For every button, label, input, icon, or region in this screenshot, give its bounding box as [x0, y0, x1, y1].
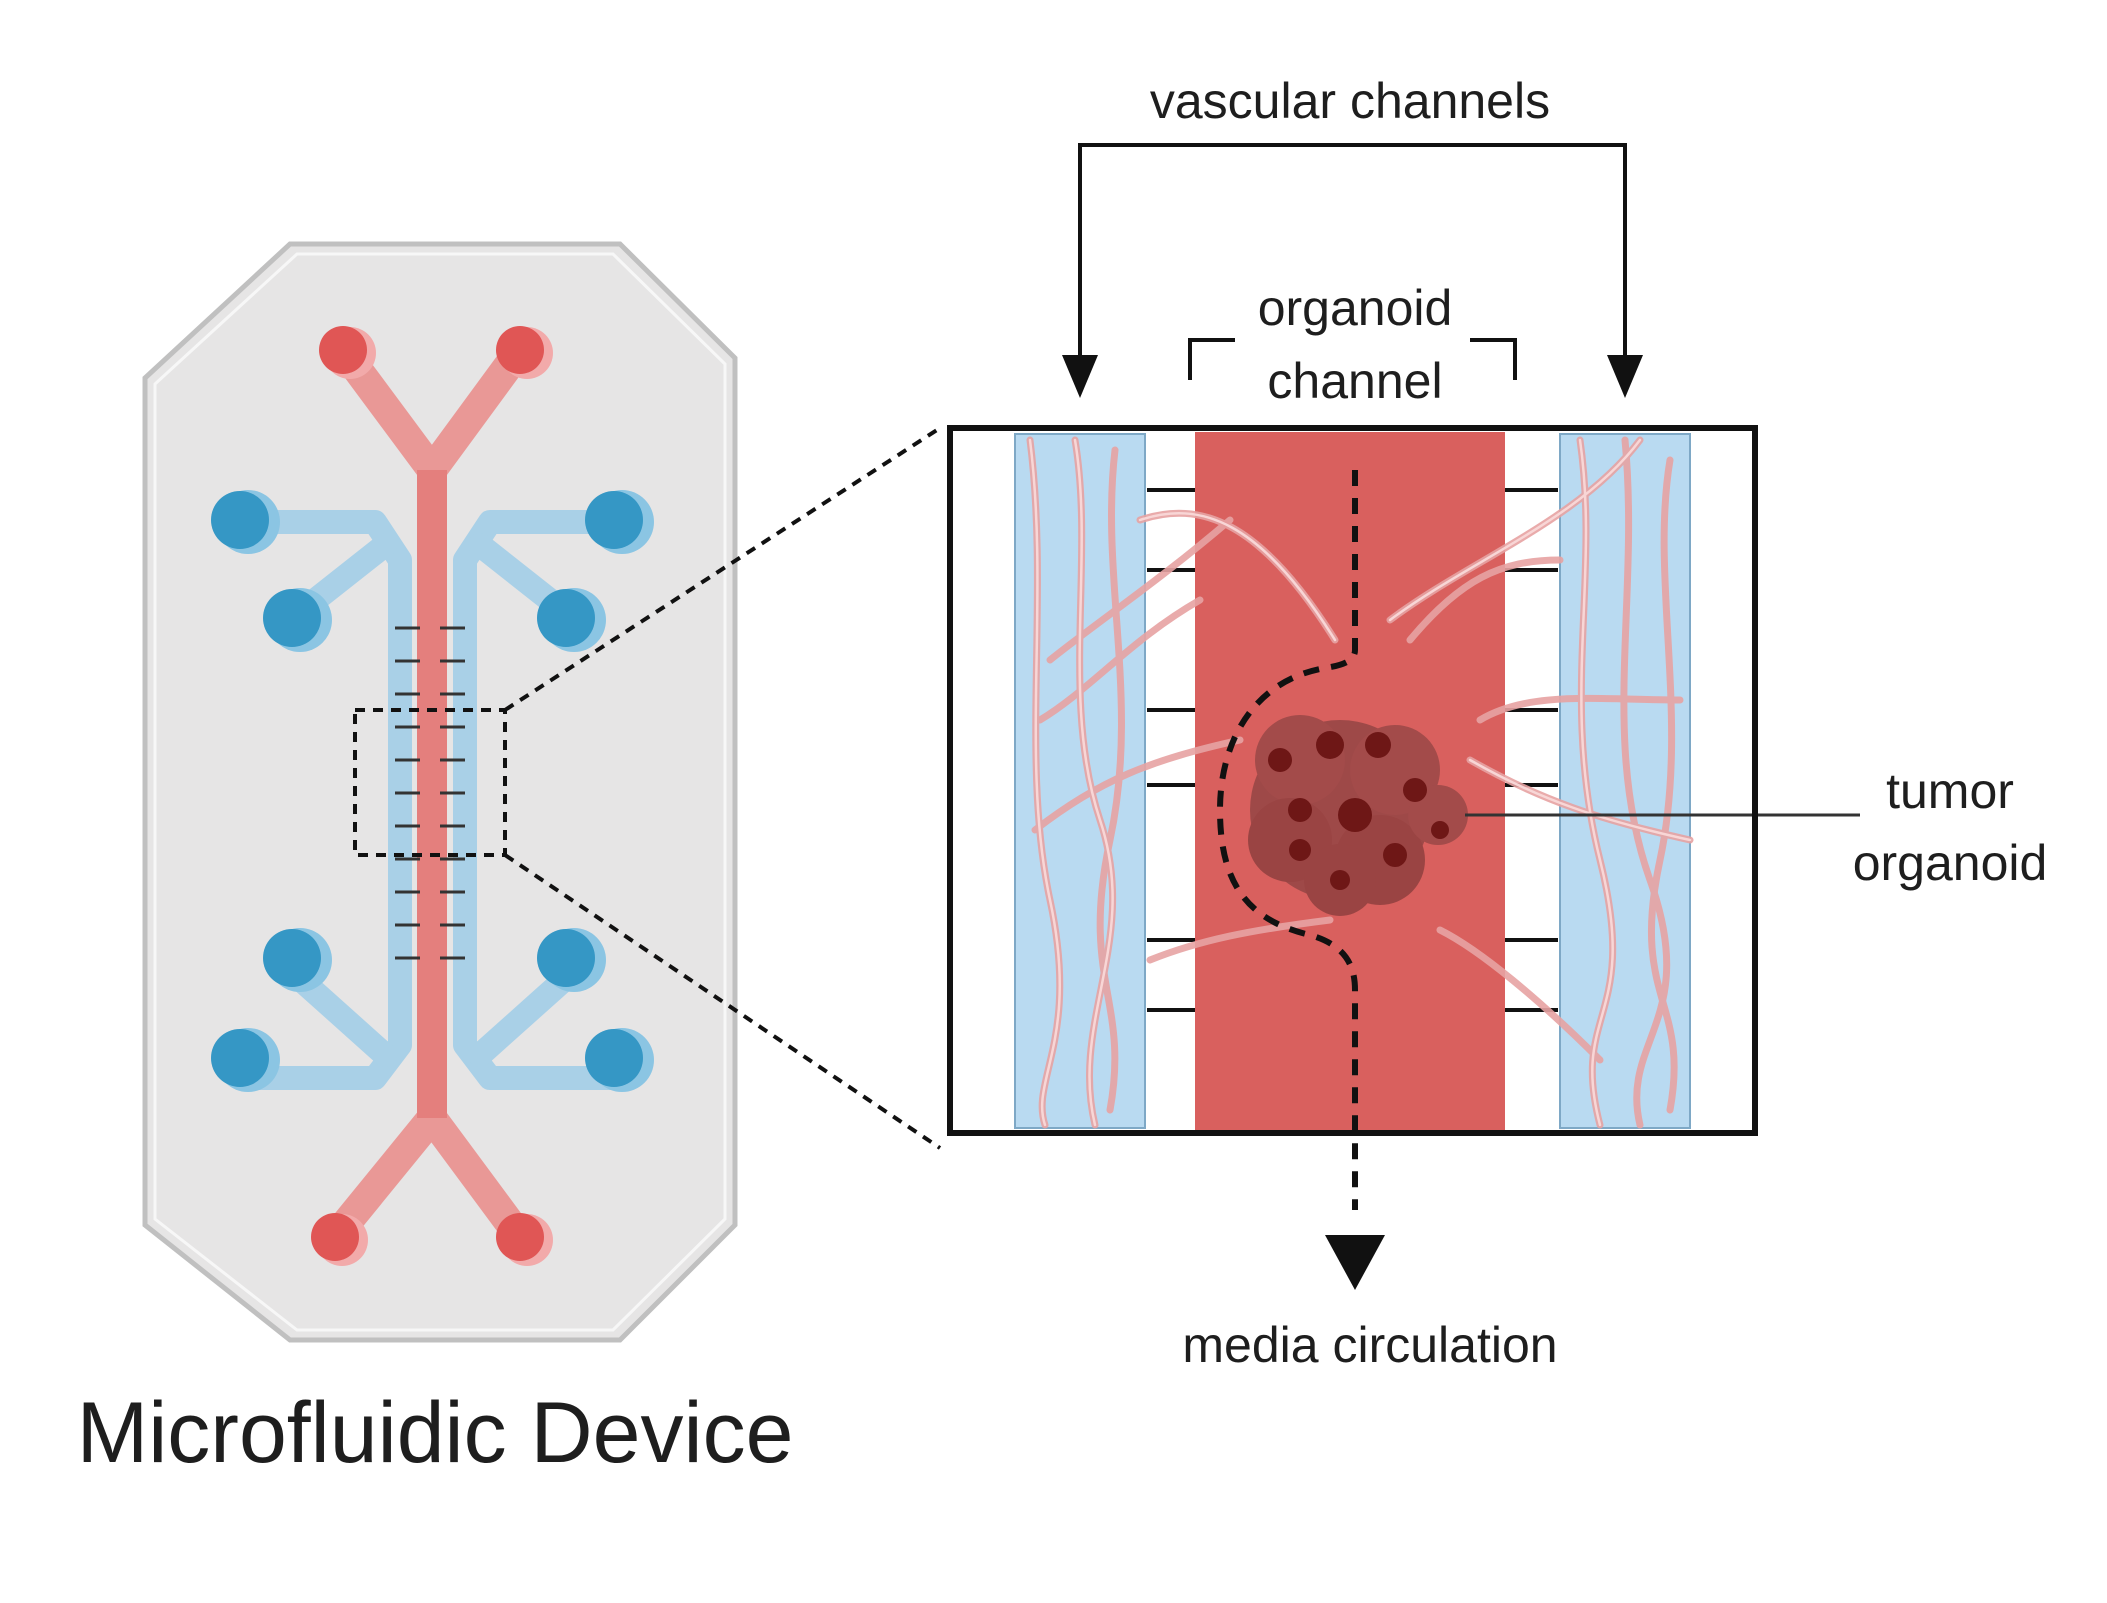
device-posts — [395, 626, 465, 960]
vascular-arrow-right — [1607, 355, 1643, 398]
vascular-channels-bracket — [1078, 143, 1627, 355]
label-tumor-organoid-line2: organoid — [1853, 835, 2048, 891]
vessel-fibers — [1026, 436, 1694, 1129]
label-device-title: Microfluidic Device — [77, 1385, 794, 1481]
label-media-circulation: media circulation — [1182, 1317, 1557, 1373]
tumor-organoid-icon — [1248, 715, 1468, 916]
zoom-connector-lines — [503, 426, 942, 1150]
microfluidic-device — [142, 241, 738, 1343]
zoom-selection-box — [353, 708, 507, 857]
media-flow-arrowhead — [1325, 1235, 1385, 1290]
organoid-ports — [311, 326, 553, 1266]
vascular-ports — [211, 490, 654, 1092]
device-body-inner-edge — [153, 252, 727, 1332]
label-organoid-channel-line1: organoid — [1258, 280, 1453, 336]
organoid-channel-bracket — [1188, 338, 1517, 380]
label-tumor-organoid-line1: tumor — [1886, 763, 2014, 819]
zoom-panel — [947, 425, 1860, 1290]
vascular-arrow-left — [1062, 355, 1098, 398]
zoom-panel-frame — [947, 425, 1758, 1136]
label-vascular-channels: vascular channels — [1150, 73, 1550, 129]
label-organoid-channel-line2: channel — [1267, 353, 1442, 409]
